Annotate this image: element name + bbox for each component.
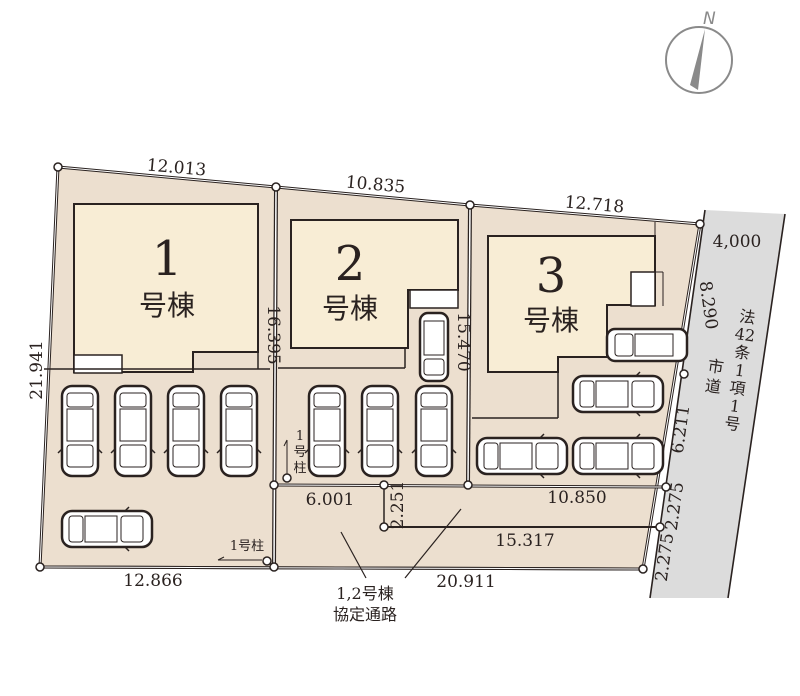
svg-text:協定通路: 協定通路 — [333, 605, 397, 624]
svg-text:項: 項 — [728, 378, 747, 399]
svg-text:市: 市 — [707, 356, 726, 377]
building-2 — [290, 219, 459, 349]
road-law-label: 法 42 条 1 項 1 号 — [723, 306, 757, 434]
parking-space — [60, 505, 154, 553]
parking-space — [162, 384, 210, 478]
svg-text:号: 号 — [723, 413, 742, 434]
entrance-1 — [73, 354, 123, 374]
dim-bottom-road: 20.911 — [436, 572, 495, 592]
entrance-3 — [630, 271, 656, 307]
dim-lot1-right: 16.395 — [263, 305, 283, 364]
parking-space — [56, 384, 104, 478]
entrance-2 — [409, 289, 459, 309]
utility-pole-label-vertical: 1 号 柱 — [283, 429, 307, 476]
building-3-number: 3 — [536, 248, 567, 304]
svg-text:号: 号 — [293, 445, 306, 460]
svg-text:柱: 柱 — [293, 461, 306, 476]
parking-space — [418, 311, 450, 383]
svg-text:1: 1 — [296, 429, 304, 444]
svg-text:1,2号棟: 1,2号棟 — [336, 584, 393, 603]
north-compass-icon: N — [665, 9, 733, 94]
building-2-suffix: 号棟 — [322, 292, 378, 325]
parking-space — [571, 432, 665, 480]
dim-bottom-lot1: 12.866 — [123, 571, 182, 591]
parking-space — [410, 384, 458, 478]
utility-pole-label-horizontal: 1号柱 — [217, 539, 264, 561]
svg-text:1: 1 — [729, 396, 742, 416]
parking-space — [215, 384, 263, 478]
dim-inner-2251: 2.251 — [388, 481, 408, 530]
city-road — [650, 210, 785, 598]
parking-space — [605, 327, 689, 363]
building-1 — [73, 203, 259, 373]
svg-text:1: 1 — [734, 360, 747, 380]
dim-left-side: 21.941 — [27, 340, 47, 399]
building-2-number: 2 — [335, 236, 366, 292]
parking-space — [109, 384, 157, 478]
svg-text:道: 道 — [704, 376, 723, 397]
road-west-edge — [649, 209, 706, 599]
dim-lot2-right: 15.470 — [453, 312, 473, 371]
boundary-markers — [35, 162, 705, 574]
dim-inner-15317: 15.317 — [495, 531, 554, 551]
building-1-suffix: 号棟 — [139, 289, 195, 322]
dim-road-width: 4,000 — [713, 232, 762, 252]
svg-text:N: N — [703, 9, 716, 29]
building-3-suffix: 号棟 — [523, 304, 579, 337]
building-1-number: 1 — [152, 231, 183, 287]
parking-space — [356, 384, 404, 478]
road-east-edge — [727, 213, 786, 599]
parking-space — [571, 370, 665, 418]
svg-text:42: 42 — [734, 324, 757, 346]
svg-text:1号柱: 1号柱 — [230, 539, 264, 554]
svg-text:条: 条 — [733, 342, 752, 363]
dim-inner-6001: 6.001 — [306, 490, 355, 510]
dim-inner-10850: 10.850 — [547, 488, 606, 508]
parking-space — [303, 384, 351, 478]
shared-road-label: 1,2号棟 協定通路 — [333, 508, 462, 624]
svg-text:法: 法 — [738, 306, 757, 327]
parking-space — [475, 432, 569, 480]
city-road-label: 市 道 — [704, 356, 725, 397]
